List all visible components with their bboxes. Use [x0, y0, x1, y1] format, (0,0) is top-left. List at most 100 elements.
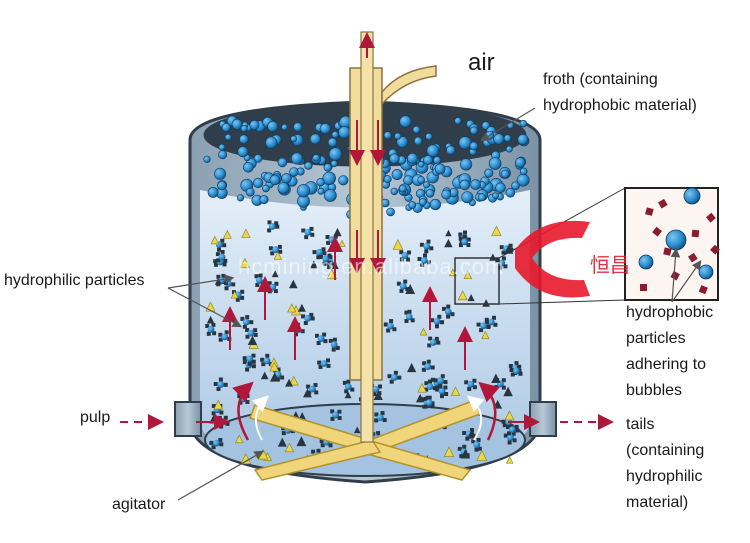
- hydrophobic-leader: [671, 260, 702, 303]
- hydrophilic-particle: [333, 227, 342, 237]
- hydrophilic-particle: [373, 390, 383, 401]
- froth-bubble: [323, 189, 337, 202]
- hydrophilic-leader: [167, 287, 243, 328]
- hydrophilic-particle: [481, 330, 490, 340]
- froth-bubble: [328, 147, 343, 161]
- froth-bubble: [425, 132, 433, 141]
- hydrophilic-particle: [239, 257, 250, 268]
- froth-bubble: [259, 195, 269, 205]
- hydrophilic-particle: [503, 386, 513, 397]
- froth-bubble: [417, 176, 426, 184]
- froth-bubble: [245, 187, 255, 197]
- froth-bubble: [488, 157, 502, 170]
- froth-bubble: [221, 123, 231, 133]
- froth-bubble: [399, 115, 412, 128]
- hydrophilic-particle: [230, 290, 239, 299]
- bubble-with-particles: [396, 279, 410, 293]
- froth-bubble: [269, 174, 281, 186]
- hydrophilic-particle: [489, 253, 497, 261]
- agitator-impeller: [249, 399, 481, 481]
- hydrophilic-particle: [457, 290, 468, 301]
- label-hydrophilic-particles: hydrophilic particles: [4, 272, 145, 289]
- hydrophilic-particle: [270, 372, 280, 382]
- inset-particle: [710, 244, 720, 255]
- froth-bubble: [327, 137, 338, 148]
- froth-bubble: [249, 120, 260, 131]
- froth-bubble: [470, 179, 481, 190]
- bubble-with-particles: [330, 409, 342, 421]
- hydrophilic-particle: [467, 293, 475, 302]
- froth-bubble: [218, 143, 226, 151]
- hydrophilic-particle: [260, 371, 269, 380]
- bubble-with-particles: [319, 253, 332, 266]
- inset-particle: [640, 284, 647, 291]
- froth-bubble: [398, 184, 407, 193]
- hydrophilic-particle: [445, 229, 452, 237]
- hydrophilic-particle: [407, 362, 417, 373]
- froth-bubble: [454, 117, 462, 125]
- inset-particle: [658, 198, 668, 209]
- inset-particle: [663, 247, 672, 256]
- froth-bubble: [389, 153, 400, 164]
- label-agitator: agitator: [112, 496, 166, 513]
- froth-bubble: [514, 157, 526, 168]
- froth-bubble: [237, 146, 249, 158]
- hydrophilic-particle: [491, 225, 502, 236]
- froth-bubble: [323, 163, 332, 172]
- bubble-with-particles: [268, 244, 283, 256]
- bubble-with-particles: [471, 438, 482, 452]
- hydrophilic-particle: [296, 436, 307, 447]
- bubble-with-particles: [315, 332, 328, 345]
- froth-bubble: [239, 134, 249, 145]
- inset-particle: [698, 285, 708, 295]
- bubble-with-particles: [404, 309, 415, 323]
- hydrophilic-particle: [504, 410, 515, 421]
- watermark-url: hcmining.en.alibaba.com: [238, 254, 505, 279]
- bubble-with-particles: [424, 379, 437, 392]
- hydrophilic-particle: [450, 386, 461, 396]
- bubble-with-particles: [430, 314, 444, 329]
- froth-bubble: [293, 122, 303, 132]
- label-tails: tails (containing hydrophilic material): [626, 416, 705, 511]
- hydrophilic-particle: [271, 270, 279, 278]
- froth-bubble: [511, 181, 520, 190]
- inset-particle: [645, 207, 654, 216]
- froth-bubble: [277, 182, 290, 194]
- froth-bubble: [265, 136, 278, 149]
- froth-bubble: [304, 161, 313, 170]
- hydrophilic-particle: [476, 449, 488, 461]
- bubble-with-particles: [209, 438, 224, 450]
- bubble-with-particles: [419, 239, 434, 254]
- bubble-with-particles: [312, 247, 327, 260]
- hydrophilic-particle: [344, 391, 352, 399]
- flow-arrows: [120, 236, 614, 441]
- froth-bubble: [331, 131, 339, 139]
- froth-bubble: [391, 169, 403, 181]
- froth-bubble: [423, 155, 433, 165]
- froth-bubble: [253, 177, 264, 188]
- bubble-with-particles: [442, 304, 455, 319]
- froth-bubble: [505, 187, 516, 198]
- bubble-with-particles: [458, 234, 471, 248]
- hydrophilic-particle: [297, 303, 306, 312]
- bubble-with-particles: [245, 328, 258, 339]
- bubble-with-particles: [421, 359, 435, 372]
- bubble-with-particles: [301, 226, 315, 240]
- bubble-with-particles: [417, 253, 431, 267]
- froth-bubble: [390, 187, 398, 196]
- froth-bubble: [426, 144, 440, 158]
- froth-bubble: [281, 173, 292, 184]
- froth-bubble: [418, 198, 427, 206]
- swirl-arrow: [466, 395, 485, 441]
- hydrophilic-particle: [460, 449, 471, 459]
- label-pulp: pulp: [80, 409, 111, 426]
- froth-bubble: [281, 123, 288, 131]
- hydrophilic-particle: [309, 260, 318, 269]
- froth-bubble: [236, 194, 245, 202]
- bubble-with-particles: [267, 220, 280, 233]
- froth-bubble: [460, 158, 473, 171]
- shaft: [349, 31, 437, 443]
- froth-bubble: [218, 150, 228, 160]
- froth-bubble: [322, 171, 336, 186]
